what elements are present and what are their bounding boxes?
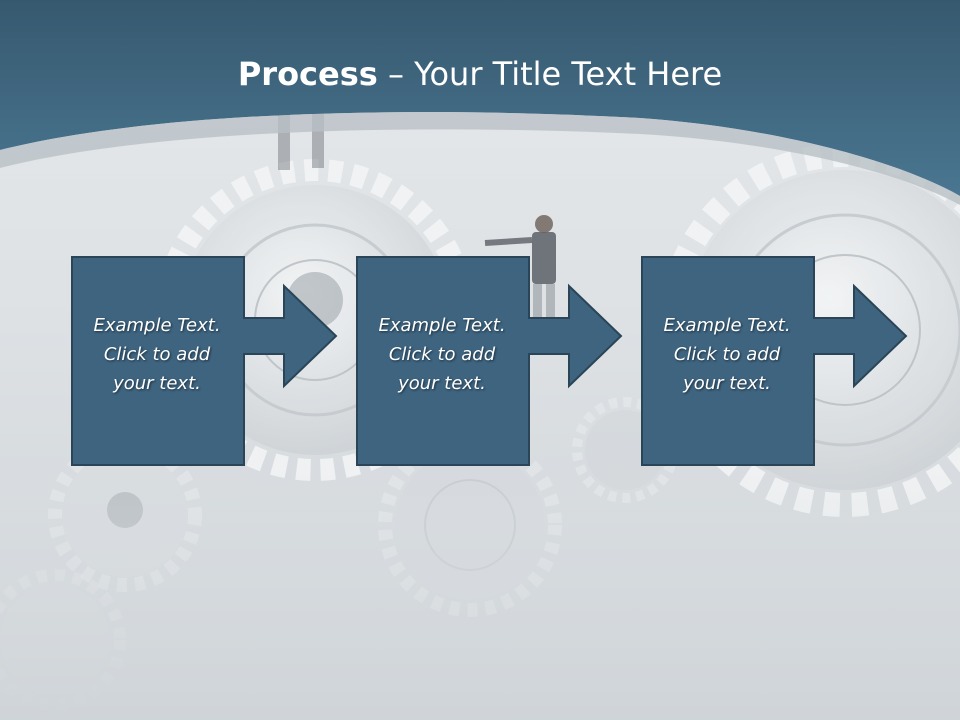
step-text-line: your text.	[683, 373, 771, 394]
step-text-line: Example Text.	[663, 315, 791, 336]
page-title[interactable]: Process – Your Title Text Here	[0, 52, 960, 96]
process-step-2[interactable]: Example Text. Click to add your text.	[356, 256, 960, 466]
process-step-1[interactable]: Example Text. Click to add your text.	[71, 256, 931, 466]
title-rest-text: – Your Title Text Here	[377, 55, 723, 93]
step-text-line: Click to add	[388, 344, 496, 365]
step-text-line: Click to add	[103, 344, 211, 365]
step-text-line: your text.	[113, 373, 201, 394]
step-text-line: your text.	[398, 373, 486, 394]
title-bold-text: Process	[237, 55, 378, 93]
step-arrow-shape	[356, 256, 623, 466]
person-figure	[484, 215, 556, 334]
header-band	[0, 0, 960, 196]
step-text[interactable]: Example Text. Click to add your text.	[641, 311, 813, 398]
step-text[interactable]: Example Text. Click to add your text.	[356, 311, 528, 398]
step-arrow-shape	[71, 256, 338, 466]
header-swoosh	[0, 112, 960, 205]
step-text-line: Click to add	[673, 344, 781, 365]
process-step-3[interactable]: Example Text. Click to add your text.	[641, 256, 960, 466]
step-text[interactable]: Example Text. Click to add your text.	[71, 311, 243, 398]
step-text-line: Example Text.	[378, 315, 506, 336]
step-arrow-shape	[641, 256, 908, 466]
step-text-line: Example Text.	[93, 315, 221, 336]
